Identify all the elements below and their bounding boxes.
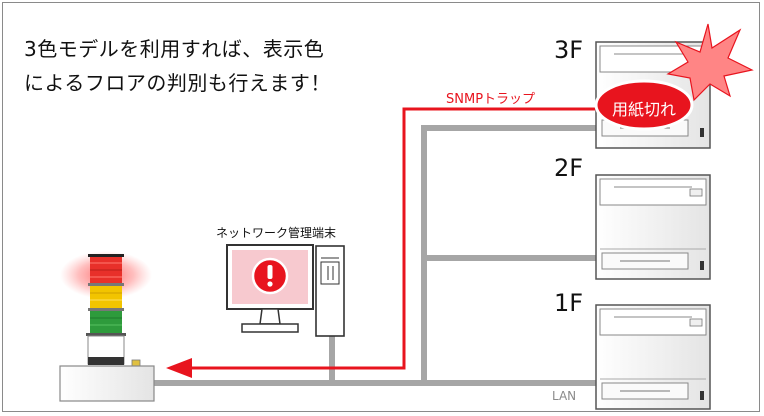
floor-label-1f: 1F [554,289,584,317]
printer-icon [595,174,711,280]
controller-box [59,365,155,402]
terminal-label: ネットワーク管理端末 [216,226,337,240]
paper-out-label: 用紙切れ [611,100,676,119]
caption-line-1: 3色モデルを利用すれば、表示色 [24,37,325,61]
floor-label-3f: 3F [554,36,584,64]
caption-line-2: によるフロアの判別も行えます！ [24,71,331,95]
snmp-trap-arrow [166,107,600,378]
warning-icon [251,257,289,295]
starburst-icon [666,23,754,102]
tower-green-tier [90,311,122,333]
pc-tower [315,245,345,337]
arrow-head [166,358,192,378]
floor-label-2f: 2F [554,154,584,182]
paper-out-alert [594,79,694,131]
caption: 3色モデルを利用すれば、表示色 によるフロアの判別も行えます！ [24,32,331,100]
computer-icon [226,244,345,337]
tower-yellow-tier [90,286,122,308]
snmp-trap-label: SNMPトラップ [446,92,536,107]
lan-lines [151,125,603,386]
signal-tower-icon [59,251,155,402]
printer-icon [595,304,711,410]
lan-label: LAN [552,389,577,403]
diagram-frame [2,2,760,412]
